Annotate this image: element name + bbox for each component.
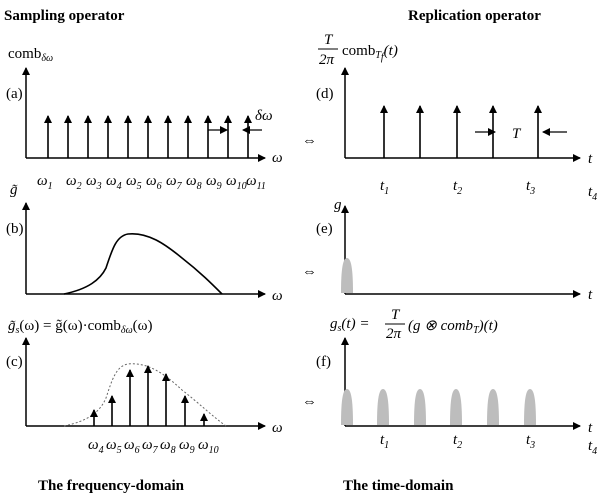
omega-label-11: ω11 bbox=[246, 173, 266, 192]
panel-c-envelope bbox=[63, 363, 227, 427]
panel-a-tag: (a) bbox=[6, 86, 23, 102]
panel-c-tag: (c) bbox=[6, 354, 23, 370]
panel-d-t-labels: t1 t2 t3 t4 bbox=[380, 178, 597, 203]
omega-label-10: ω10 bbox=[226, 173, 247, 192]
time-label-3: t3 bbox=[526, 178, 535, 197]
omega-sample-label-10: ω10 bbox=[198, 437, 219, 456]
omega-sample-label-5: ω5 bbox=[106, 437, 122, 456]
omega-sample-label-4: ω4 bbox=[88, 437, 104, 456]
panel-f-axis-t: t bbox=[588, 420, 593, 436]
panel-f-t-labels: t1 t2 t3 t4 bbox=[380, 432, 597, 457]
panel-a-func-label: combδω bbox=[8, 46, 53, 64]
panel-c-formula: g̃s(ω) = g̃(ω)·combδω(ω) bbox=[8, 318, 153, 336]
heading-sampling-operator: Sampling operator bbox=[4, 8, 125, 24]
panel-b-spectrum-curve bbox=[63, 233, 223, 295]
panel-b-tag: (b) bbox=[6, 221, 24, 237]
heading-time-domain: The time-domain bbox=[343, 478, 454, 494]
omega-label-2: ω2 bbox=[66, 173, 82, 192]
panel-f-formula-lhs: gs(t) = bbox=[330, 316, 369, 334]
time-label-f-4: t4 bbox=[588, 438, 597, 457]
omega-sample-label-9: ω9 bbox=[179, 437, 195, 456]
panel-a-comb bbox=[44, 115, 252, 158]
replica-pulse-3 bbox=[414, 389, 426, 425]
panel-d-axis-t: t bbox=[588, 151, 593, 167]
panel-e-func-label: g bbox=[334, 197, 342, 213]
panel-e-pulse bbox=[341, 258, 353, 293]
replica-pulse-6 bbox=[524, 389, 536, 425]
panel-d-frac-num: T bbox=[324, 32, 334, 48]
time-label-f-3: t3 bbox=[526, 432, 535, 451]
panel-e: g (e) t bbox=[316, 197, 593, 303]
panel-d: T 2π combTf(t) (d) t T t1 t2 t3 t4 bbox=[316, 32, 597, 203]
replica-pulse-1 bbox=[341, 389, 353, 425]
omega-label-8: ω8 bbox=[186, 173, 202, 192]
panel-f-pulses bbox=[341, 389, 536, 425]
panel-e-tag: (e) bbox=[316, 221, 333, 237]
connector-b-e: ⇔ bbox=[302, 264, 317, 280]
panel-d-frac-den: 2π bbox=[319, 52, 335, 68]
time-label-2: t2 bbox=[453, 178, 462, 197]
replica-pulse-5 bbox=[487, 389, 499, 425]
connector-a-d: ⇔ bbox=[302, 133, 317, 149]
omega-label-3: ω3 bbox=[86, 173, 102, 192]
panel-e-axis-t: t bbox=[588, 287, 593, 303]
replica-pulse-4 bbox=[450, 389, 462, 425]
panel-c-axis-omega: ω bbox=[272, 420, 283, 436]
omega-label-7: ω7 bbox=[166, 173, 183, 192]
panel-a-axis-omega: ω bbox=[272, 150, 283, 166]
panel-f: gs(t) = T 2π (g ⊗ combT)(t) (f) t t1 t2 t3… bbox=[316, 307, 597, 457]
panel-b-func-label: g̃ bbox=[10, 182, 18, 198]
time-label-4: t4 bbox=[588, 184, 597, 203]
omega-sample-label-7: ω7 bbox=[142, 437, 159, 456]
panel-b-axis-omega: ω bbox=[272, 288, 283, 304]
panel-a-spacing-label: δω bbox=[255, 108, 273, 124]
panel-d-tag: (d) bbox=[316, 86, 334, 102]
time-label-f-2: t2 bbox=[453, 432, 462, 451]
connector-c-f: ⇔ bbox=[302, 394, 317, 410]
panel-f-formula-rhs: (g ⊗ combT)(t) bbox=[408, 318, 498, 336]
omega-label-5: ω5 bbox=[126, 173, 142, 192]
time-label-1: t1 bbox=[380, 178, 389, 197]
omega-sample-label-6: ω6 bbox=[124, 437, 140, 456]
panel-f-frac-den: 2π bbox=[386, 326, 402, 342]
heading-replication-operator: Replication operator bbox=[408, 8, 541, 24]
omega-label-1: ω1 bbox=[37, 173, 53, 192]
time-label-f-1: t1 bbox=[380, 432, 389, 451]
panel-d-period-label: T bbox=[512, 126, 522, 142]
omega-sample-label-8: ω8 bbox=[160, 437, 176, 456]
panel-c-samples bbox=[90, 365, 208, 426]
omega-label-6: ω6 bbox=[146, 173, 162, 192]
panel-f-tag: (f) bbox=[316, 354, 331, 370]
replica-pulse-2 bbox=[377, 389, 389, 425]
panel-f-frac-num: T bbox=[391, 307, 401, 323]
panel-b: g̃ (b) ω bbox=[6, 182, 283, 304]
panel-d-func-label: combTf(t) bbox=[342, 43, 398, 63]
omega-label-9: ω9 bbox=[206, 173, 222, 192]
omega-label-4: ω4 bbox=[106, 173, 122, 192]
heading-frequency-domain: The frequency-domain bbox=[38, 478, 185, 494]
